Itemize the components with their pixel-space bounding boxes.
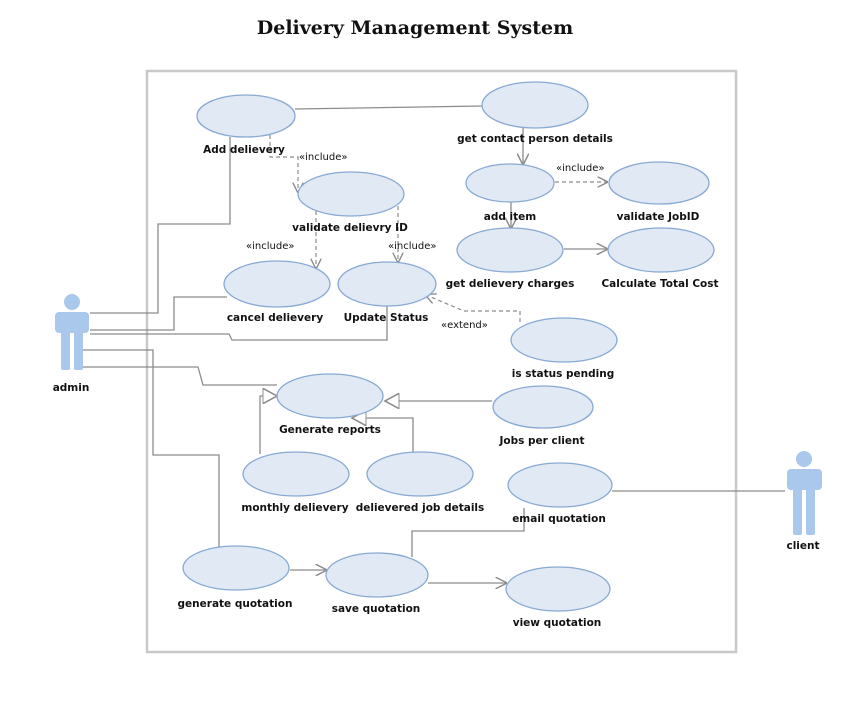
use-case-add-delievery[interactable]: Add delievery [196,94,296,156]
use-case-view-quotation[interactable]: view quotation [505,566,611,629]
include-extend-relations [269,135,607,322]
use-case-label: is status pending [512,368,614,380]
stereo-include-4: «include» [388,241,436,252]
use-case-label: save quotation [332,603,421,615]
assoc-add-delievery-get-contact [294,105,484,110]
directed-relations [290,128,607,583]
use-case-save-quotation[interactable]: save quotation [325,552,429,615]
use-case-label: Jobs per client [498,435,584,447]
use-case-monthly-delievery[interactable]: monthly delievery [241,451,350,514]
use-case-update-status[interactable]: Update Status [337,261,437,324]
actor-admin[interactable]: admin [53,294,90,394]
use-case-label: delievered job details [356,502,485,514]
generalizations [259,396,492,454]
use-case-cancel-delievery[interactable]: cancel delievery [223,260,331,324]
diagram-title: Delivery Management System [257,17,573,39]
use-case-label: email quotation [512,513,606,525]
stereo-include-2: «include» [556,163,604,174]
use-case-label: Generate reports [279,424,381,436]
use-case-label: add item [484,211,537,223]
stereo-include-3: «include» [246,241,294,252]
use-case-label: Add delievery [203,144,285,156]
system-boundary [145,69,738,654]
stereotype-labels: «include» «include» «include» «include» … [246,152,604,331]
stereo-extend: «extend» [441,320,488,331]
assoc-admin-cancel-delievery [90,296,227,331]
assoc-admin-generate-quotation [80,349,220,548]
assoc-admin-generate-reports [80,366,277,386]
actor-figure-icon [787,451,822,535]
include-add-delievery-validate [269,135,298,192]
use-case-email-quotation[interactable]: email quotation [507,462,613,525]
actor-figure-icon [55,294,89,370]
use-case-label: get contact person details [457,133,613,145]
use-case-generate-quotation[interactable]: generate quotation [178,545,293,610]
use-case-label: Update Status [344,312,429,324]
use-case-label: view quotation [513,617,602,629]
use-case-add-item[interactable]: add item [465,163,555,223]
assoc-admin-add-delievery [90,137,231,314]
use-case-validate-jobid[interactable]: validate JobID [608,161,710,223]
use-case-generate-reports[interactable]: Generate reports [276,373,384,436]
use-case-label: monthly delievery [241,502,348,514]
use-case-get-contact-person-details[interactable]: get contact person details [457,81,613,145]
actor-client[interactable]: client [786,451,822,552]
actor-label: admin [53,382,90,394]
associations [80,105,785,557]
assoc-save-email-quotation [411,508,525,557]
use-case-label: validate JobID [617,211,700,223]
gen-monthly-delievery [259,396,277,454]
use-case-get-delievery-charges[interactable]: get delievery charges [446,227,575,290]
actor-label: client [786,540,819,552]
use-case-calculate-total-cost[interactable]: Calculate Total Cost [601,227,719,290]
use-case-label: generate quotation [178,598,293,610]
extend-pending-update-status [426,295,521,322]
use-case-label: get delievery charges [446,278,575,290]
stereo-include-1: «include» [299,152,347,163]
use-case-label: cancel delievery [227,312,323,324]
use-case-is-status-pending[interactable]: is status pending [510,317,618,380]
use-case-delievered-job-details[interactable]: delievered job details [356,451,485,514]
assoc-admin-update-status [90,306,388,341]
use-case-label: validate delievry ID [292,222,408,234]
use-case-validate-delievry-id[interactable]: validate delievry ID [292,171,408,234]
gen-delievered-job-details [352,418,414,453]
use-case-label: Calculate Total Cost [601,278,718,290]
use-case-jobs-per-client[interactable]: Jobs per client [492,385,594,447]
